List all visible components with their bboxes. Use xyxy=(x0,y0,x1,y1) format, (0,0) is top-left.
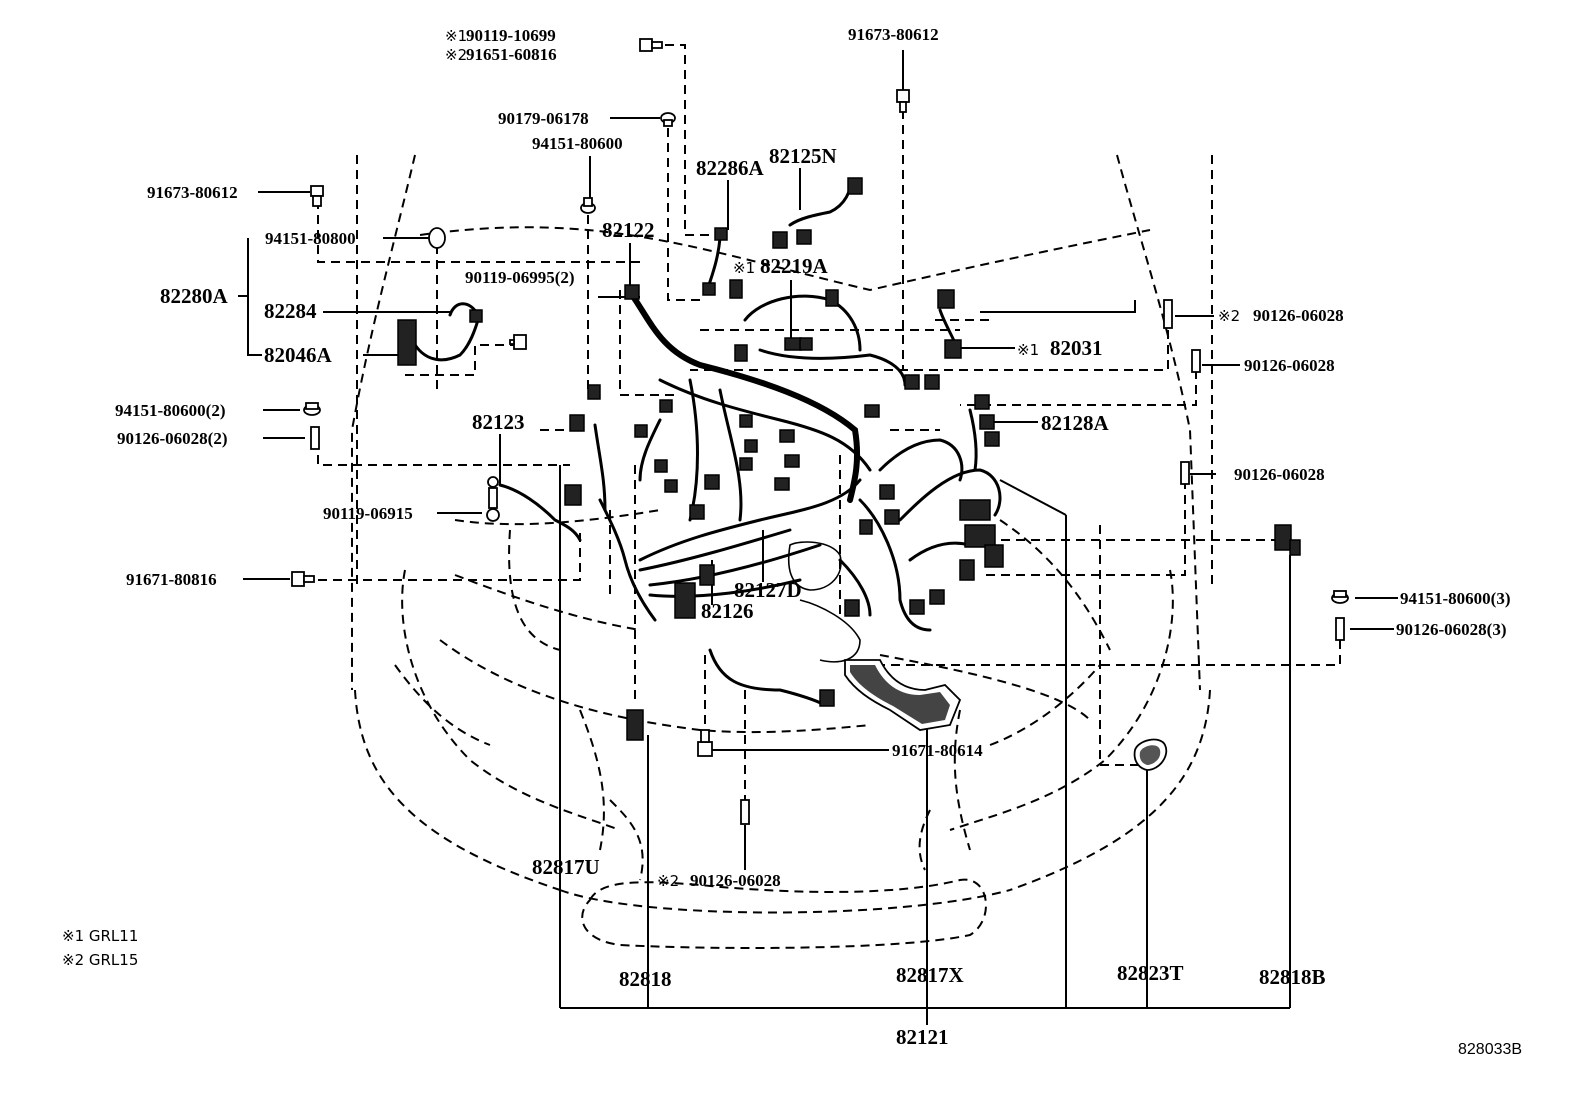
part-label: 82128A xyxy=(1041,411,1110,435)
bolt-icon xyxy=(697,729,713,757)
part-label: 82046A xyxy=(264,343,333,367)
grade-mark: ※1 xyxy=(1017,341,1039,359)
ground-terminal-icon xyxy=(487,476,499,488)
part-label: 82126 xyxy=(701,599,754,623)
stud-bolt-icon xyxy=(1191,349,1201,373)
part-label: 91671-80816 xyxy=(126,570,217,589)
part-label: 90119-06995(2) xyxy=(465,268,575,287)
part-label: 82219A xyxy=(760,254,829,278)
part-label: 94151-80600(3) xyxy=(1400,589,1510,608)
stud-bolt-icon xyxy=(1335,617,1345,641)
part-label: 90126-06028(2) xyxy=(117,429,227,448)
stud-bolt-icon xyxy=(1180,461,1190,485)
engine-wire-harness xyxy=(408,178,1002,707)
part-label: 82280A xyxy=(160,284,229,308)
part-label: 82817U xyxy=(532,855,600,879)
vehicle-body-outline xyxy=(351,154,1213,949)
part-label: 90126-06028 xyxy=(1234,465,1325,484)
bolt-icon xyxy=(310,185,324,207)
stud-bolt-icon xyxy=(740,799,750,825)
part-label: 94151-80600(2) xyxy=(115,401,225,420)
bolt-icon xyxy=(291,571,315,587)
legend-item: ※1 GRL11 xyxy=(62,927,138,945)
part-label: 82817X xyxy=(896,963,964,987)
part-label: 91651-60816 xyxy=(466,45,557,64)
bolt-icon xyxy=(639,38,663,52)
harness-connectors xyxy=(397,177,1301,741)
leader-lines xyxy=(238,44,1398,1025)
bolt-icon xyxy=(896,89,910,113)
part-label: 90126-06028 xyxy=(1244,356,1335,375)
nut-icon xyxy=(660,112,676,127)
stud-bolt-icon xyxy=(310,426,320,450)
diagram-reference-number: 828033B xyxy=(1458,1041,1522,1058)
part-label: 82286A xyxy=(696,156,765,180)
part-label: 82121 xyxy=(896,1025,949,1049)
bolt-icon xyxy=(509,334,527,350)
clip-icon xyxy=(428,227,446,249)
part-label: 91673-80612 xyxy=(147,183,238,202)
part-label: 90119-06915 xyxy=(323,504,413,523)
part-number-labels: ※1 90119-10699 ※2 91651-60816 91673-8061… xyxy=(62,25,1522,1058)
grade-mark: ※1 xyxy=(445,27,467,45)
part-label: 82823T xyxy=(1117,961,1184,985)
part-label: 90179-06178 xyxy=(498,109,589,128)
bolt-icon xyxy=(486,487,500,522)
part-label: 82127D xyxy=(734,578,802,602)
part-label: 94151-80800 xyxy=(265,229,356,248)
nut-icon xyxy=(580,197,596,214)
part-label: 90126-06028 xyxy=(690,871,781,890)
part-label: 82122 xyxy=(602,218,655,242)
part-label: 82284 xyxy=(264,299,317,323)
nut-icon xyxy=(303,402,321,416)
part-label: 91671-80614 xyxy=(892,741,983,760)
part-label: 91673-80612 xyxy=(848,25,939,44)
grade-mark: ※2 xyxy=(445,46,467,64)
part-label: 82818 xyxy=(619,967,672,991)
fasteners xyxy=(291,38,1349,825)
part-label: 94151-80600 xyxy=(532,134,623,153)
grade-mark: ※2 xyxy=(657,872,679,890)
grade-mark: ※2 xyxy=(1218,307,1240,325)
part-label: 82123 xyxy=(472,410,525,434)
part-label: 82125N xyxy=(769,144,837,168)
large-parts xyxy=(788,541,1168,771)
legend-item: ※2 GRL15 xyxy=(62,951,138,969)
part-label: 90126-06028 xyxy=(1253,306,1344,325)
part-label: 82031 xyxy=(1050,336,1103,360)
part-label: 82818B xyxy=(1259,965,1326,989)
part-label: 90119-10699 xyxy=(466,26,556,45)
nut-icon xyxy=(1331,590,1349,604)
part-label: 90126-06028(3) xyxy=(1396,620,1506,639)
stud-bolt-icon xyxy=(1163,299,1173,329)
grade-mark: ※1 xyxy=(733,259,755,277)
